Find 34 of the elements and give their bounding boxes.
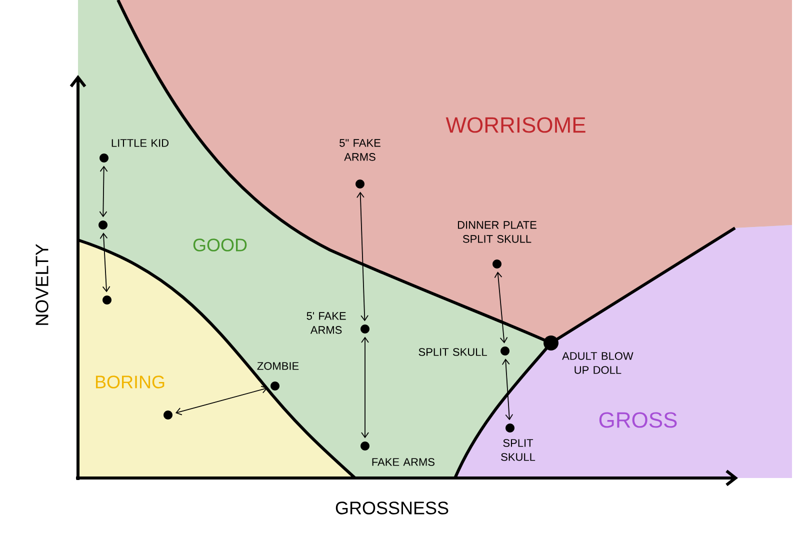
dot-label: 5" FAKE ARMS (340, 139, 380, 161)
dot (100, 154, 108, 162)
dot-label: DINNER PLATE SPLIT SKULL (458, 221, 536, 243)
dot (492, 260, 502, 268)
double-arrow (494, 272, 508, 344)
double-arrow (502, 358, 514, 420)
double-arrow (175, 386, 268, 416)
dot (356, 180, 364, 188)
dot (500, 346, 510, 356)
dot-label: 5' FAKE ARMS (306, 312, 346, 334)
region-label: GOOD (193, 238, 247, 252)
dot-label: LITTLE KID (112, 139, 169, 147)
axis-label: NOVELTY (36, 244, 48, 325)
dot (544, 336, 558, 350)
region-label: GROSS (599, 412, 677, 428)
region-label: BORING (96, 376, 164, 388)
dot-label: ZOMBIE (257, 362, 299, 370)
dot (102, 296, 112, 304)
dot (360, 324, 370, 334)
axis-label: GROSSNESS (336, 502, 448, 514)
dot (270, 382, 280, 390)
dot-label: ADULT BLOW UP DOLL (562, 352, 634, 374)
dot (506, 424, 514, 432)
double-arrow (356, 192, 368, 322)
dot (164, 410, 172, 420)
dot-label: SPLIT SKULL (418, 348, 487, 356)
double-arrow (361, 336, 369, 438)
dot (98, 220, 108, 230)
double-arrow (99, 166, 108, 218)
dot-label: SPLIT SKULL (501, 439, 536, 461)
dot-label: FAKE ARMS (372, 458, 434, 466)
region-label: WORRISOME (446, 117, 586, 133)
dot (360, 442, 370, 450)
double-arrow (100, 232, 110, 292)
